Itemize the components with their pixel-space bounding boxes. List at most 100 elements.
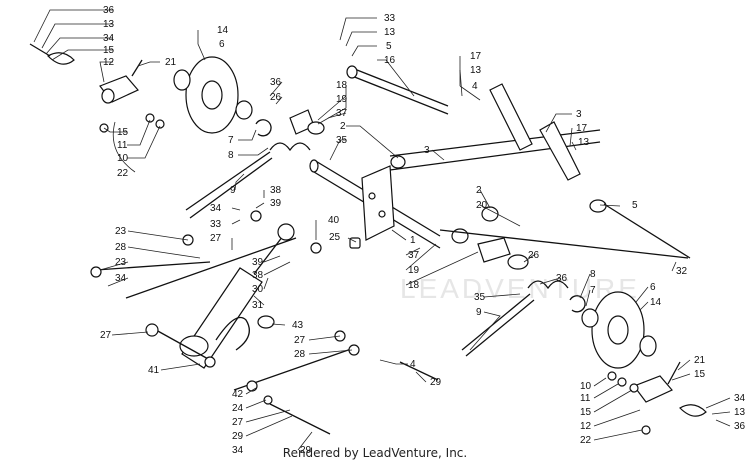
callout-label: 13 xyxy=(470,65,482,76)
spacer-left xyxy=(173,69,191,91)
callout-label: 34 xyxy=(232,445,244,456)
bearing-left xyxy=(235,100,253,120)
callout-label: 35 xyxy=(474,292,486,303)
callout-label: 15 xyxy=(117,127,129,138)
bushing-block-right xyxy=(477,237,511,263)
callout-label: 5 xyxy=(386,41,392,52)
callout-label: 9 xyxy=(476,307,482,318)
callout-label: 10 xyxy=(580,381,592,392)
callout-label: 14 xyxy=(650,297,662,308)
torsion-spring-left xyxy=(269,142,311,152)
watermark-text: LEADVENTURE xyxy=(400,273,640,304)
callout-label: 19 xyxy=(408,265,420,276)
cross-shaft-top xyxy=(351,67,449,107)
mounting-plate xyxy=(361,165,395,241)
callout-label: 4 xyxy=(410,359,416,370)
callout-label: 21 xyxy=(694,355,706,366)
callout-label: 6 xyxy=(650,282,656,293)
callout-label: 28 xyxy=(115,242,127,253)
callout-label: 19 xyxy=(336,94,348,105)
callout-label: 23 xyxy=(115,226,127,237)
callout-label: 14 xyxy=(217,25,229,36)
callout-label: 13 xyxy=(578,137,590,148)
callout-label: 22 xyxy=(117,168,129,179)
snap-ring-left xyxy=(255,119,272,137)
axle-mount-right xyxy=(633,375,673,403)
callout-label: 36 xyxy=(556,273,568,284)
callout-label: 8 xyxy=(228,150,234,161)
callout-label: 9 xyxy=(230,185,236,196)
callout-label: 31 xyxy=(252,300,264,311)
callout-label: 33 xyxy=(384,13,396,24)
callout-label: 12 xyxy=(103,57,115,68)
callout-label: 24 xyxy=(232,403,244,414)
callout-label: 33 xyxy=(210,219,222,230)
callout-label: 36 xyxy=(103,5,115,16)
callout-label: 39 xyxy=(252,257,264,268)
leader-lines xyxy=(33,9,731,451)
callout-label: 34 xyxy=(210,203,222,214)
callout-label: 30 xyxy=(252,284,264,295)
shock-clip xyxy=(215,316,250,351)
callout-label: 7 xyxy=(590,285,596,296)
callout-label: 42 xyxy=(232,389,244,400)
callout-label: 16 xyxy=(384,55,396,66)
callout-label: 11 xyxy=(117,140,128,151)
callout-label: 6 xyxy=(219,39,225,50)
long-rod-right xyxy=(439,229,689,259)
callout-label: 32 xyxy=(676,266,688,277)
callout-label: 29 xyxy=(300,445,312,456)
callout-label: 23 xyxy=(115,257,127,268)
callout-label: 34 xyxy=(734,393,746,404)
render-credit: Rendered by LeadVenture, Inc. xyxy=(282,446,468,460)
callout-label: 36 xyxy=(270,77,282,88)
callout-label: 25 xyxy=(329,232,341,243)
callout-label: 26 xyxy=(528,250,540,261)
callout-label: 13 xyxy=(734,407,746,418)
link-rod-upper xyxy=(125,237,297,299)
torsion-spring-right xyxy=(527,280,569,290)
callout-label: 18 xyxy=(336,80,348,91)
callout-label: 36 xyxy=(734,421,746,432)
callout-label: 27 xyxy=(100,330,112,341)
callout-label: 3 xyxy=(576,109,582,120)
callout-label: 5 xyxy=(632,200,638,211)
callout-label: 11 xyxy=(580,393,591,404)
parts-drawing xyxy=(29,43,707,435)
callout-label: 20 xyxy=(476,200,488,211)
callout-label: 34 xyxy=(115,273,127,284)
callout-label: 1 xyxy=(410,235,416,246)
arm-bracket xyxy=(489,83,533,151)
callout-label: 12 xyxy=(580,421,592,432)
callout-label: 27 xyxy=(210,233,222,244)
callout-label: 15 xyxy=(694,369,706,380)
callout-label: 4 xyxy=(472,81,478,92)
callout-label: 3 xyxy=(424,145,430,156)
callout-label: 21 xyxy=(165,57,177,68)
callout-label: 8 xyxy=(590,269,596,280)
callout-label: 13 xyxy=(384,27,396,38)
callout-label: 38 xyxy=(252,270,264,281)
callout-label: 27 xyxy=(294,335,306,346)
callout-label: 22 xyxy=(580,435,592,446)
rear-arm xyxy=(389,129,601,157)
callout-label: 28 xyxy=(294,349,306,360)
callout-label: 43 xyxy=(292,320,304,331)
callout-label: 40 xyxy=(328,215,340,226)
o-ring xyxy=(257,315,275,329)
callout-label: 41 xyxy=(148,365,160,376)
callout-label: 39 xyxy=(270,198,282,209)
callout-label: 7 xyxy=(228,135,234,146)
callout-label: 29 xyxy=(430,377,442,388)
callout-label: 15 xyxy=(580,407,592,418)
callout-label: 17 xyxy=(470,51,482,62)
callout-label: 13 xyxy=(103,19,115,30)
callout-label: 2 xyxy=(476,185,482,196)
callout-label: 29 xyxy=(232,431,244,442)
callout-label: 37 xyxy=(408,250,420,261)
callout-label: 35 xyxy=(336,135,348,146)
callout-label: 15 xyxy=(103,45,115,56)
callout-label: 2 xyxy=(340,121,346,132)
callout-label: 34 xyxy=(103,33,115,44)
